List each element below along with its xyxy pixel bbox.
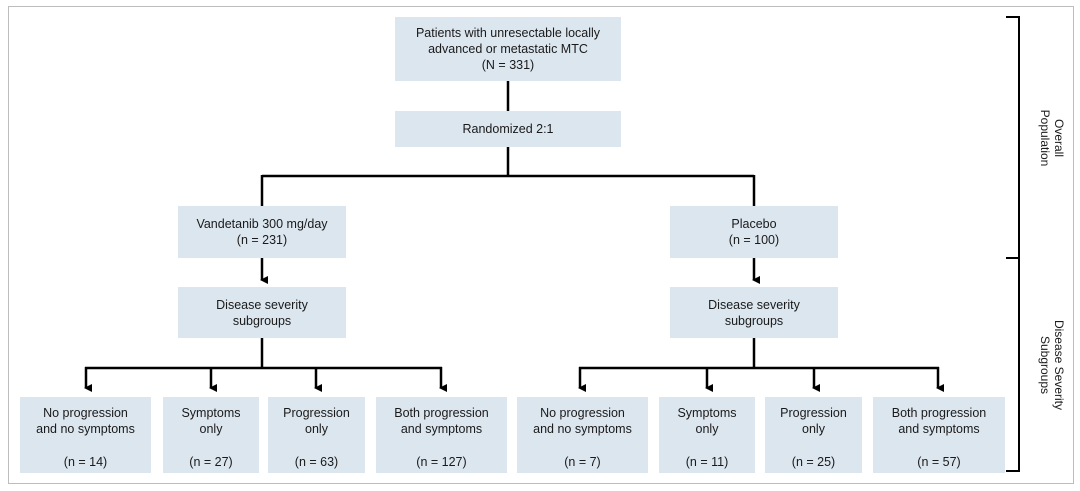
placebo-arm-title: Placebo	[731, 217, 777, 231]
overall-population-label: Overall Population	[1036, 93, 1066, 183]
subgroup-label-line2: and no symptoms	[533, 422, 632, 436]
overall-population-line2: Population	[1038, 109, 1052, 167]
eligible-patients-count: (N = 331)	[481, 58, 535, 72]
placebo-arm-box: Placebo (n = 100)	[670, 206, 838, 258]
randomization-box: Randomized 2:1	[395, 111, 621, 147]
vandetanib-severity-box: Disease severity subgroups	[178, 287, 346, 338]
subgroup-count: (n = 14)	[63, 455, 108, 469]
vandetanib-arm-title: Vandetanib 300 mg/day	[196, 217, 328, 231]
placebo-subgroup-box: Symptoms only (n = 11)	[659, 397, 755, 473]
eligible-patients-line1: Patients with unresectable locally	[415, 26, 601, 40]
subgroup-count: (n = 63)	[294, 455, 339, 469]
placebo-arm-count: (n = 100)	[728, 233, 780, 247]
vandetanib-subgroup-box: Progression only (n = 63)	[268, 397, 365, 473]
randomization-label: Randomized 2:1	[462, 122, 554, 136]
subgroup-label-line1: Symptoms	[181, 406, 241, 420]
vandetanib-arm-box: Vandetanib 300 mg/day (n = 231)	[178, 206, 346, 258]
subgroup-count: (n = 25)	[791, 455, 836, 469]
subgroup-label-line1: Symptoms	[677, 406, 737, 420]
overall-population-line1: Overall	[1052, 118, 1066, 157]
vandetanib-subgroup-box: No progression and no symptoms (n = 14)	[20, 397, 151, 473]
subgroup-count: (n = 127)	[416, 455, 467, 469]
vandetanib-severity-line1: Disease severity	[216, 297, 308, 312]
eligible-patients-box: Patients with unresectable locally advan…	[395, 17, 621, 81]
bracket-overall-population	[1006, 16, 1020, 259]
disease-severity-line1: Disease Severity	[1052, 319, 1066, 411]
subgroup-count: (n = 27)	[189, 455, 233, 469]
subgroup-label-line2: only	[305, 422, 328, 436]
subgroup-label-line2: and no symptoms	[36, 422, 135, 436]
vandetanib-severity-line2: subgroups	[232, 313, 292, 328]
subgroup-label-line1: Both progression	[394, 406, 489, 420]
vandetanib-subgroup-box: Symptoms only (n = 27)	[163, 397, 259, 473]
bracket-disease-severity	[1006, 257, 1020, 472]
subgroup-label-line2: only	[802, 422, 825, 436]
placebo-subgroup-box: Both progression and symptoms (n = 57)	[873, 397, 1005, 473]
placebo-severity-box: Disease severity subgroups	[670, 287, 838, 338]
subgroup-label-line1: Progression	[283, 406, 350, 420]
subgroup-label-line1: Both progression	[891, 406, 987, 420]
vandetanib-subgroup-box: Both progression and symptoms (n = 127)	[376, 397, 507, 473]
placebo-severity-line1: Disease severity	[708, 297, 800, 312]
subgroup-count: (n = 57)	[917, 455, 961, 469]
subgroup-count: (n = 7)	[564, 455, 601, 469]
eligible-patients-line2: advanced or metastatic MTC	[428, 42, 588, 56]
subgroup-label-line2: and symptoms	[400, 422, 483, 436]
vandetanib-arm-count: (n = 231)	[236, 233, 288, 247]
figure-frame	[8, 6, 1074, 484]
disease-severity-subgroups-label: Disease Severity Subgroups	[1036, 310, 1066, 420]
subgroup-label-line1: Progression	[780, 406, 847, 420]
subgroup-label-line2: only	[695, 422, 719, 436]
subgroup-label-line2: and symptoms	[898, 422, 980, 436]
disease-severity-line2: Subgroups	[1038, 335, 1052, 395]
placebo-subgroup-box: No progression and no symptoms (n = 7)	[517, 397, 648, 473]
placebo-severity-line2: subgroups	[724, 313, 784, 328]
subgroup-label-line1: No progression	[43, 406, 128, 420]
subgroup-label-line1: No progression	[540, 406, 625, 420]
subgroup-label-line2: only	[199, 422, 223, 436]
subgroup-count: (n = 11)	[685, 455, 729, 469]
placebo-subgroup-box: Progression only (n = 25)	[765, 397, 862, 473]
